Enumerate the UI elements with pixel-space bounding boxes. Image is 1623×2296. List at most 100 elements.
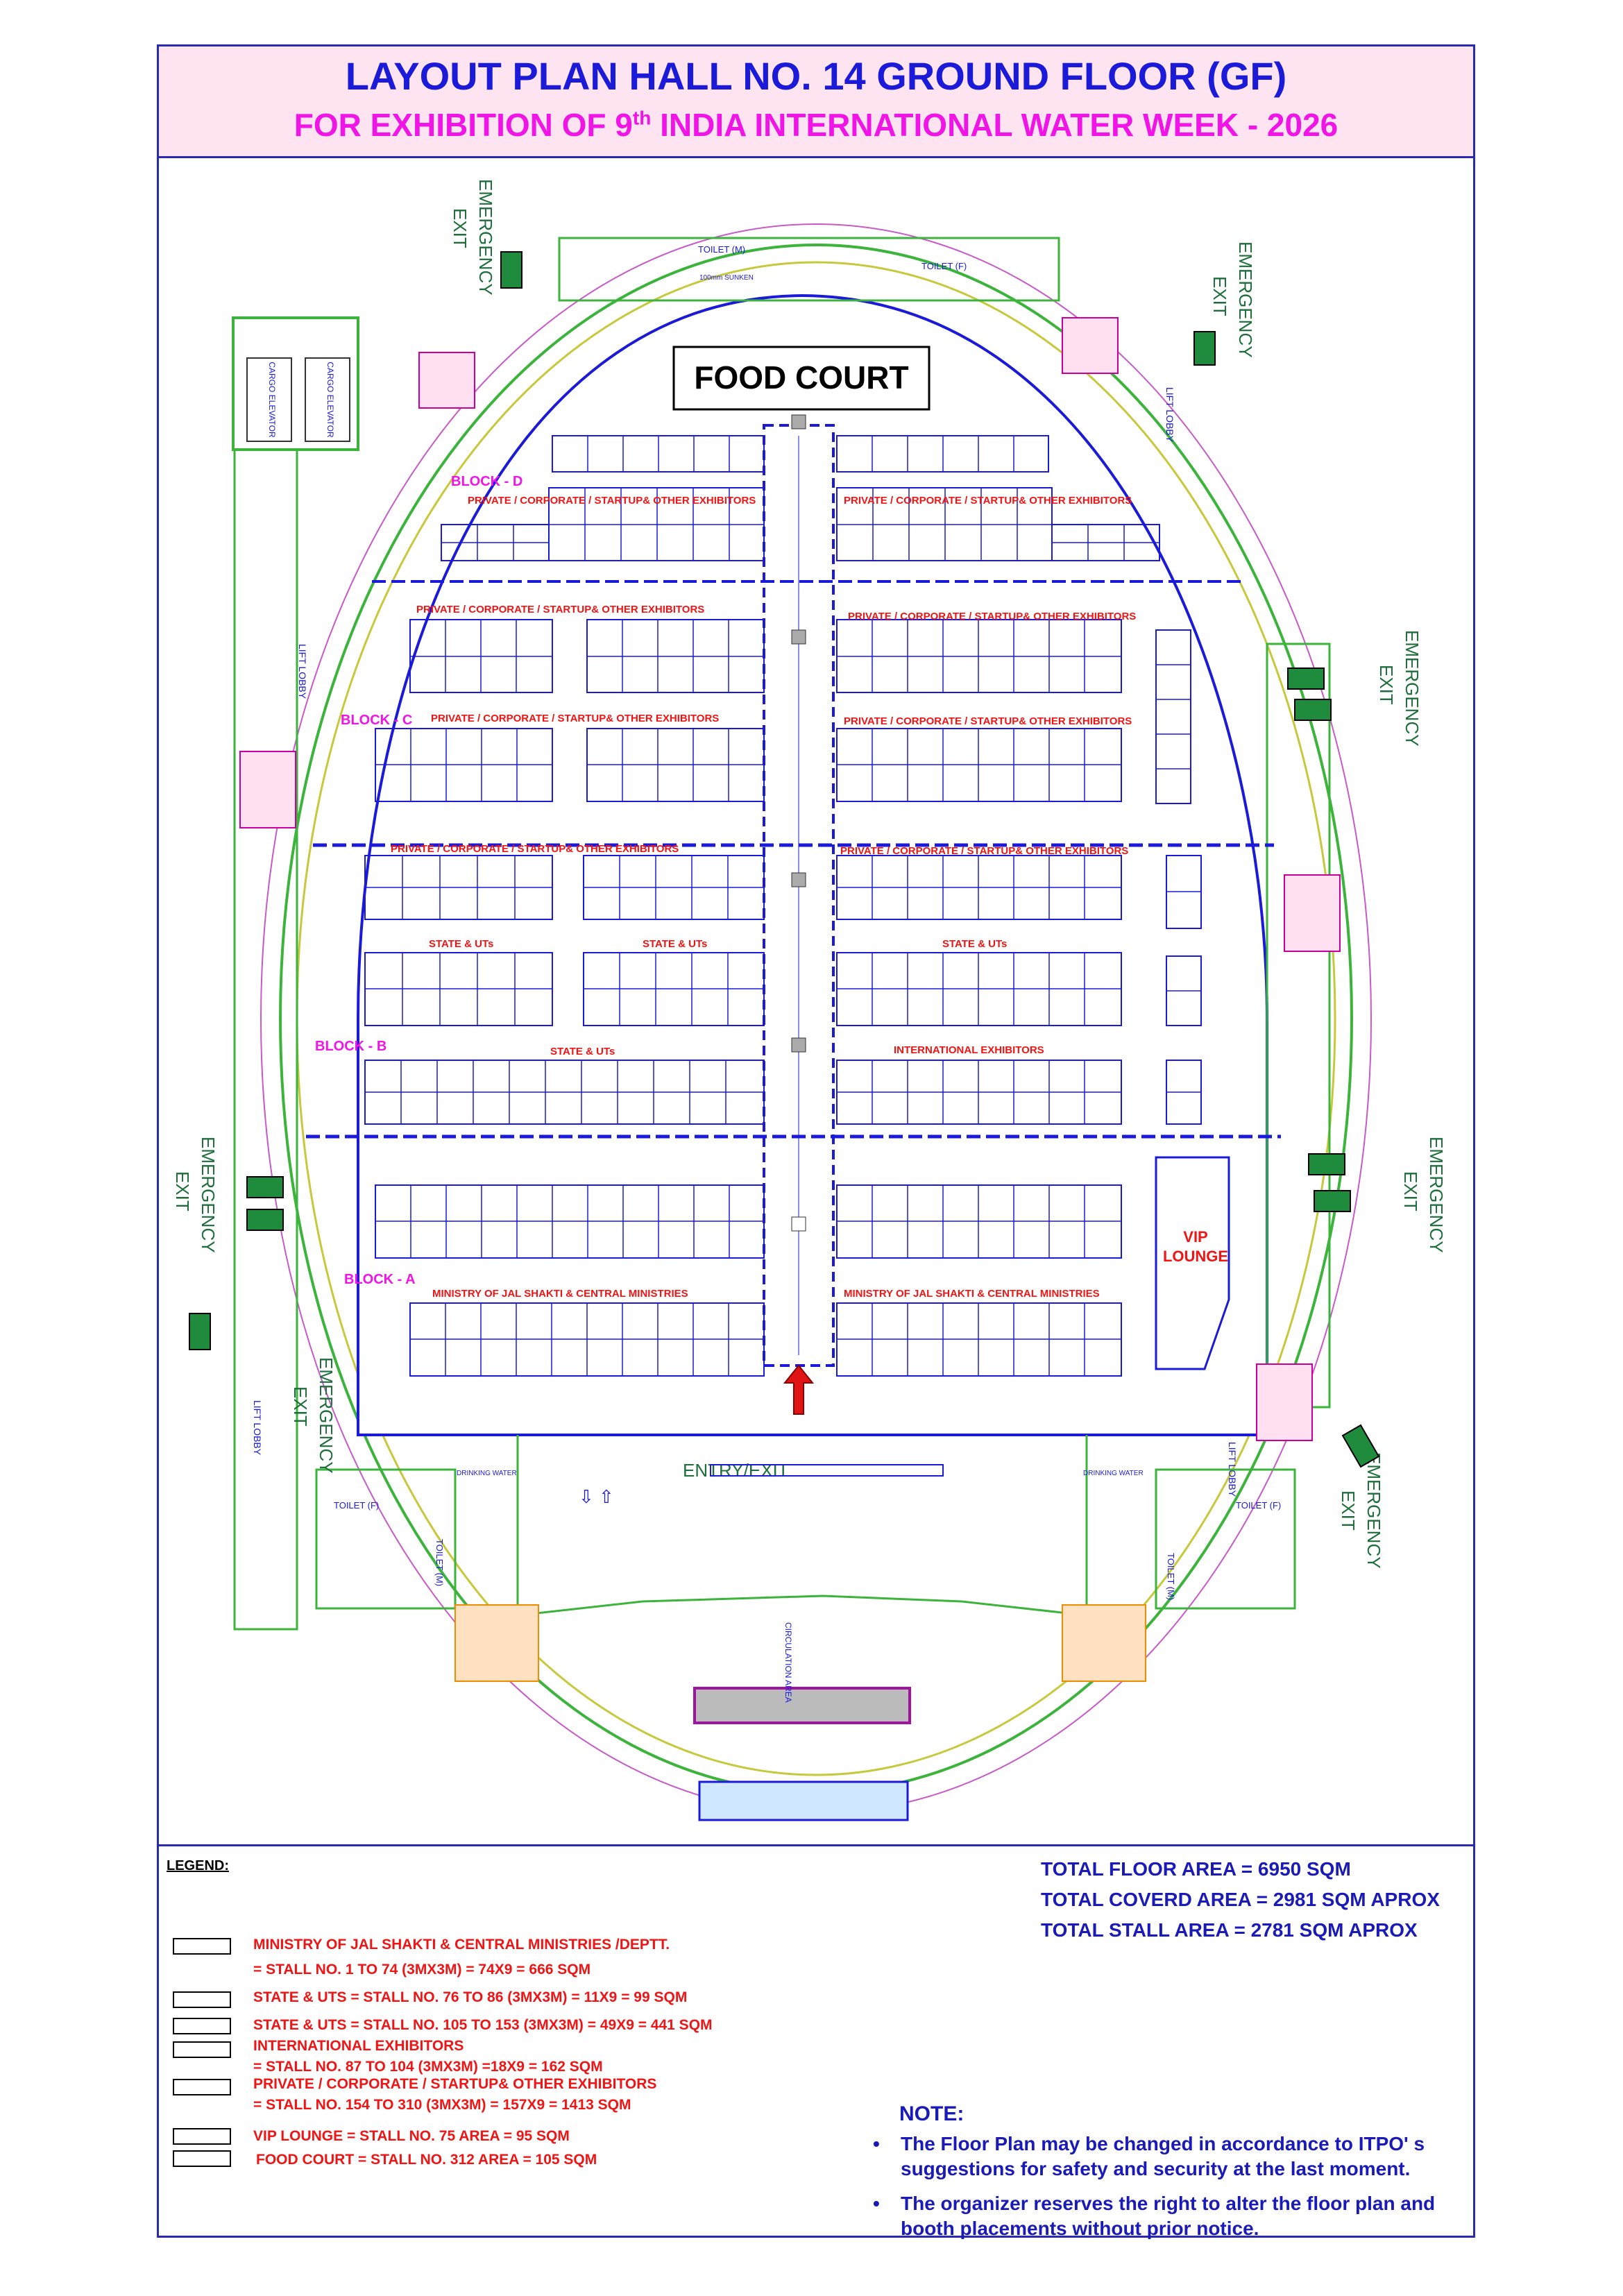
toilet-m-right: TOILET (M): [1166, 1553, 1176, 1600]
legend-swatch-food-court: [173, 2150, 231, 2167]
cargo-elevator-label-1: CARGO ELEVATOR: [267, 362, 277, 438]
page-subtitle: FOR EXHIBITION OF 9th INDIA INTERNATIONA…: [159, 106, 1473, 144]
emergency-labels: EMERGENCY EXIT EMERGENCY EXIT EMERGENCY …: [172, 179, 1447, 1569]
zone-private-d-right: PRIVATE / CORPORATE / STARTUP& OTHER EXH…: [844, 495, 1132, 507]
exit-sign-icon: [246, 1209, 284, 1231]
stair-well-r: [1284, 874, 1341, 952]
zone-ministry-left: MINISTRY OF JAL SHAKTI & CENTRAL MINISTR…: [432, 1288, 688, 1300]
food-court-label: FOOD COURT: [694, 359, 908, 396]
emergency-l: EMERGENCY: [198, 1137, 219, 1253]
exit-tr: EXIT: [1209, 276, 1230, 316]
toilet-m-left: TOILET (M): [434, 1539, 445, 1586]
legend-swatch-ministry: [173, 1938, 231, 1955]
legend-state-1: STATE & UTS = STALL NO. 76 TO 86 (3MX3M)…: [253, 1989, 688, 2005]
total-floor-area: TOTAL FLOOR AREA = 6950 SQM: [1041, 1858, 1351, 1880]
drinking-water-left: DRINKING WATER: [457, 1470, 517, 1477]
exit-sign-icon: [246, 1176, 284, 1198]
hall-outline: [357, 294, 1268, 1436]
zone-ministry-right: MINISTRY OF JAL SHAKTI & CENTRAL MINISTR…: [844, 1288, 1100, 1300]
exit-sign-icon: [1341, 1424, 1380, 1468]
zone-private-b-left: PRIVATE / CORPORATE / STARTUP& OTHER EXH…: [391, 843, 679, 855]
note-bullet: •: [873, 2133, 880, 2154]
zone-private-c-bottom-left: PRIVATE / CORPORATE / STARTUP& OTHER EXH…: [431, 713, 719, 724]
stair-well-bl: [454, 1604, 539, 1682]
zone-state-3: STATE & UTs: [942, 938, 1007, 950]
vip-label-2: LOUNGE: [1163, 1248, 1228, 1265]
zone-labels: PRIVATE / CORPORATE / STARTUP& OTHER EXH…: [391, 495, 1136, 1300]
block-b-label: BLOCK - B: [315, 1039, 386, 1054]
note-title: NOTE:: [899, 2102, 965, 2125]
legend-swatch-international: [173, 2041, 231, 2058]
zone-state-1: STATE & UTs: [429, 938, 493, 950]
circulation-label: CIRCULATION AREA: [783, 1622, 793, 1703]
emergency-r: EMERGENCY: [1402, 630, 1422, 747]
legend-swatch-private: [173, 2079, 231, 2095]
entry-counter: [710, 1464, 944, 1477]
block-c-label: BLOCK - C: [341, 713, 412, 728]
aisle-pillar-5: [791, 1216, 806, 1232]
emergency-tl: EMERGENCY: [475, 179, 496, 296]
bottom-lobby: [516, 1435, 1088, 1617]
aisle-pillar-1: [791, 414, 806, 430]
total-covered-area: TOTAL COVERD AREA = 2981 SQM APROX: [1041, 1889, 1440, 1910]
toilet-f-right: TOILET (F): [1236, 1500, 1281, 1511]
legend-state-2: STATE & UTS = STALL NO. 105 TO 153 (3MX3…: [253, 2017, 713, 2033]
zone-private-c-bottom-right: PRIVATE / CORPORATE / STARTUP& OTHER EXH…: [844, 715, 1132, 727]
stair-well-br: [1062, 1604, 1146, 1682]
exit-r: EXIT: [1376, 665, 1397, 705]
stall-subdivisions: [365, 436, 1201, 1376]
exit-signs: [189, 251, 1380, 1468]
total-stall-area: TOTAL STALL AREA = 2781 SQM APROX: [1041, 1919, 1418, 1941]
legend-vip: VIP LOUNGE = STALL NO. 75 AREA = 95 SQM: [253, 2128, 570, 2144]
exit-r2: EXIT: [1400, 1171, 1421, 1211]
aisle-pillar-2: [791, 629, 806, 645]
exit-sign-icon: [1193, 331, 1216, 366]
toilet-f-left-block: [315, 1468, 457, 1610]
exit-l: EXIT: [172, 1171, 193, 1211]
left-column: [233, 448, 298, 1631]
floor-plan: CARGO ELEVATOR CARGO ELEVATOR LIFT LOBBY…: [157, 158, 1475, 1844]
stall-subdivisions-d: [441, 436, 1159, 561]
note-item-1: • The Floor Plan may be changed in accor…: [873, 2132, 1456, 2182]
zone-private-d-left: PRIVATE / CORPORATE / STARTUP& OTHER EXH…: [468, 495, 756, 507]
exit-tl: EXIT: [450, 208, 470, 248]
vip-lounge: [1155, 1156, 1230, 1370]
stall-subdivisions-c: [375, 620, 1191, 801]
legend-ministry-stalls: = STALL NO. 1 TO 74 (3MX3M) = 74X9 = 666…: [253, 1962, 591, 1978]
emergency-r2: EMERGENCY: [1426, 1137, 1447, 1253]
subtitle-sup: th: [632, 107, 652, 129]
exit-sign-icon: [500, 251, 522, 289]
stair-well-l: [239, 751, 296, 828]
zone-private-c-top-right: PRIVATE / CORPORATE / STARTUP& OTHER EXH…: [848, 611, 1136, 622]
toilet-f-left: TOILET (F): [334, 1500, 379, 1511]
stall-grid-c4: [1155, 629, 1191, 804]
entry-arrow-icon: [783, 1364, 815, 1415]
emergency-tr: EMERGENCY: [1235, 241, 1256, 358]
zone-state-2: STATE & UTs: [643, 938, 707, 950]
exit-br: EXIT: [1338, 1490, 1359, 1531]
note-item-2: • The organizer reserves the right to al…: [873, 2191, 1456, 2241]
legend-swatch-state-1: [173, 1991, 231, 2008]
note-text-1: The Floor Plan may be changed in accorda…: [901, 2133, 1425, 2179]
stall-subdivisions-b: [365, 856, 1201, 1124]
aisle-pillar-4: [791, 1037, 806, 1053]
drinking-water-right: DRINKING WATER: [1083, 1470, 1144, 1477]
food-court: [672, 346, 931, 411]
note-bullet: •: [873, 2193, 880, 2214]
bottom-bridge: [698, 1780, 909, 1821]
legend-title: LEGEND:: [167, 1858, 229, 1873]
cargo-elevator-label-2: CARGO ELEVATOR: [325, 362, 335, 438]
legend-private: PRIVATE / CORPORATE / STARTUP& OTHER EXH…: [253, 2076, 657, 2092]
floor-plan-svg: CARGO ELEVATOR CARGO ELEVATOR LIFT LOBBY…: [172, 179, 1447, 1821]
exit-sign-icon: [1294, 699, 1332, 721]
escalator: [693, 1687, 911, 1724]
toilet-m-top: TOILET (M): [698, 244, 745, 255]
exit-sign-icon: [1308, 1153, 1345, 1175]
subtitle-suffix: INDIA INTERNATIONAL WATER WEEK - 2026: [651, 107, 1339, 143]
legend-food-court: FOOD COURT = STALL NO. 312 AREA = 105 SQ…: [256, 2152, 597, 2168]
exit-bl: EXIT: [290, 1386, 311, 1427]
toilet-f-top: TOILET (F): [921, 261, 967, 271]
lift-lobby-left-2: LIFT LOBBY: [252, 1400, 263, 1456]
subtitle-prefix: FOR EXHIBITION OF 9: [294, 107, 633, 143]
legend-section: [157, 1844, 1475, 2238]
